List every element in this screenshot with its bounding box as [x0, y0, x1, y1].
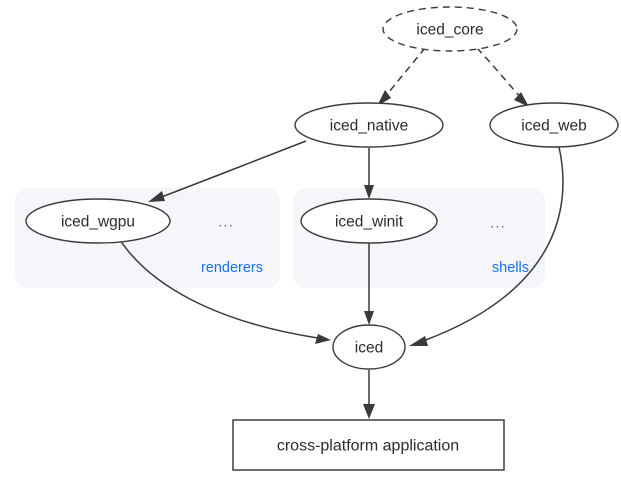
edge-iced-wgpu-to-iced [119, 239, 331, 344]
edge-iced-wgpu-to-iced-line [119, 239, 319, 339]
edge-iced-to-application-arrowhead [363, 404, 375, 419]
edge-iced-native-to-iced-wgpu-arrowhead [148, 191, 165, 202]
node-cross-platform-application-label: cross-platform application [277, 438, 459, 455]
node-iced[interactable]: iced [332, 324, 406, 370]
edge-iced-core-to-iced-web-arrowhead [514, 92, 529, 107]
edge-iced-native-to-iced-winit-arrowhead [364, 185, 374, 199]
node-iced-native[interactable]: iced_native [294, 102, 444, 148]
node-iced-shape[interactable] [332, 324, 406, 370]
node-iced-web-shape[interactable] [489, 102, 619, 148]
node-iced-wgpu-label: iced_wgpu [61, 214, 135, 231]
edge-iced-winit-to-iced-arrowhead [364, 311, 374, 325]
node-iced-native-label: iced_native [330, 118, 408, 135]
cluster-renderers-ellipsis: ... [218, 214, 234, 231]
node-iced-native-shape[interactable] [294, 102, 444, 148]
node-iced-core-label: iced_core [416, 22, 483, 39]
node-iced-winit[interactable]: iced_winit [300, 198, 438, 244]
node-iced-core-shape[interactable] [382, 6, 518, 52]
edge-iced-native-to-iced-wgpu-line [158, 140, 307, 199]
node-cross-platform-application[interactable]: cross-platform application [232, 419, 505, 471]
node-cross-platform-application-shape[interactable] [232, 419, 505, 471]
edge-iced-winit-to-iced [364, 243, 374, 325]
cluster-renderers-label: renderers [201, 260, 263, 276]
node-iced-web[interactable]: iced_web [489, 102, 619, 148]
node-iced-winit-label: iced_winit [335, 214, 404, 231]
edge-iced-core-to-iced-web [476, 47, 529, 107]
edge-iced-to-application [363, 370, 375, 419]
cluster-shells-ellipsis: ... [490, 215, 506, 232]
edge-iced-native-to-iced-wgpu [148, 140, 307, 202]
edge-iced-web-to-iced-line [422, 146, 564, 342]
edge-iced-core-to-iced-web-line [476, 47, 522, 99]
node-iced-web-label: iced_web [521, 118, 587, 135]
edge-iced-core-to-iced-native-arrowhead [377, 90, 391, 106]
edge-iced-web-to-iced-arrowhead [409, 336, 428, 346]
node-iced-wgpu-shape[interactable] [25, 198, 171, 244]
node-iced-core[interactable]: iced_core [382, 6, 518, 52]
node-iced-winit-shape[interactable] [300, 198, 438, 244]
edge-iced-web-to-iced [409, 146, 564, 346]
cluster-shells-label: shells [492, 260, 529, 276]
edge-iced-core-to-iced-native [377, 47, 426, 106]
node-iced-label: iced [355, 340, 383, 357]
edge-iced-native-to-iced-winit [364, 148, 374, 199]
edge-iced-core-to-iced-native-line [384, 47, 426, 98]
edge-iced-wgpu-to-iced-arrowhead [315, 334, 331, 344]
node-iced-wgpu[interactable]: iced_wgpu [25, 198, 171, 244]
